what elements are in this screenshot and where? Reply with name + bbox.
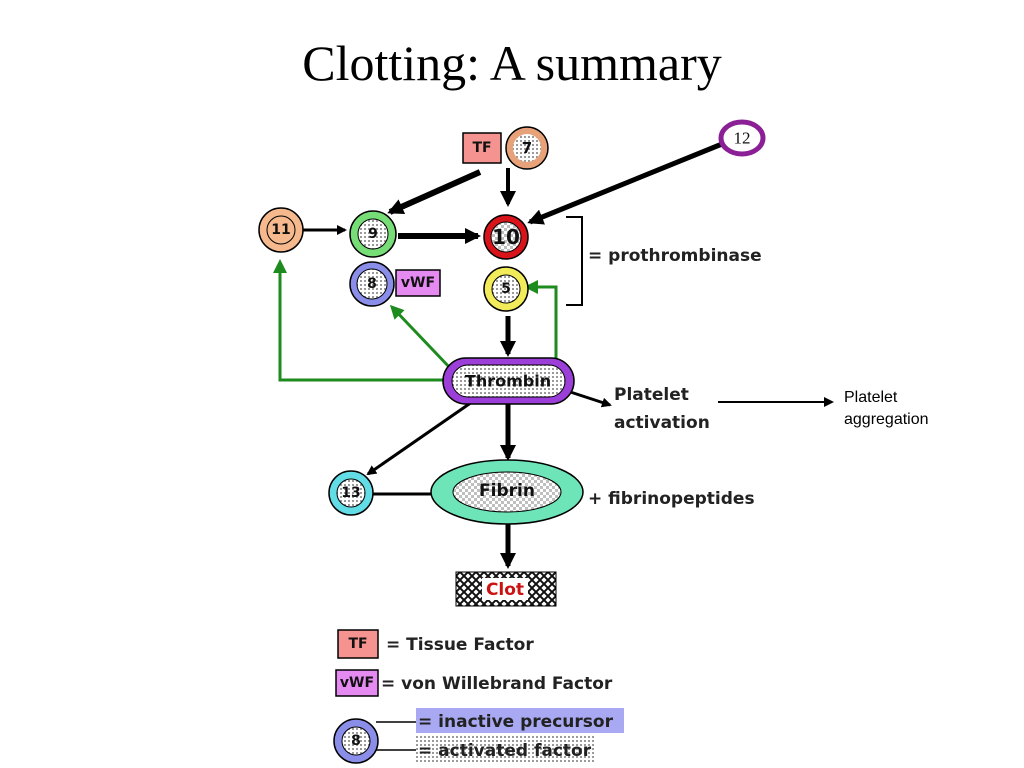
tf-box: TF [462,132,502,164]
factor-11-label: 11 [271,222,290,238]
legend-factor: 8 = inactive precursor = activated facto… [333,708,624,764]
fibrin-node: Fibrin [430,459,584,525]
factor-13: 13 [328,470,374,516]
arrow-12-to-10 [527,141,723,225]
prothrombinase-label: = prothrombinase [588,246,762,266]
legend-vwf: vWF = von Willebrand Factor [335,669,613,697]
factor-12-label: 12 [734,129,751,148]
thrombin-node: Thrombin [442,357,575,405]
arrow-thrombin-to-11 [273,259,448,382]
legend-tf: TF = Tissue Factor [337,629,534,659]
arrow-thrombin-to-8 [389,304,454,372]
activated-band [416,736,594,762]
vwf-box-label: vWF [401,275,435,291]
fibrin-label: Fibrin [479,481,535,501]
factor-7: 7 [505,126,549,170]
prothrombinase-bracket [566,216,583,306]
factor-8: 8 [349,261,395,307]
green-feedback-arrows [273,259,558,382]
platelet-activation-line2: activation [614,413,710,433]
factor-5: 5 [483,266,529,312]
legend-vwf-box-label: vWF [340,675,374,691]
legend: TF = Tissue Factor vWF = von Willebrand … [333,629,624,764]
thrombin-label: Thrombin [465,372,551,391]
legend-factor-label: 8 [351,733,361,749]
legend-tf-text: = Tissue Factor [386,635,534,655]
legend-activated-text: = activated factor [418,741,592,761]
fibrinopeptides-label: + fibrinopeptides [588,489,755,509]
slide-title: Clotting: A summary [302,35,722,91]
platelet-aggregation-line2: aggregation [844,411,929,428]
legend-tf-box-label: TF [348,636,367,652]
factor-9: 9 [349,210,397,258]
factor-12: 12 [718,119,766,157]
factor-13-label: 13 [341,485,360,501]
factor-10: 10 [483,214,529,260]
platelet-aggregation-line1: Platelet [844,389,898,406]
arrow-thrombin-to-5 [524,280,558,364]
factor-9-label: 9 [368,226,378,242]
clot-label: Clot [486,580,524,600]
factor-8-label: 8 [367,276,377,292]
clot-node: Clot [455,571,557,607]
factor-11: 11 [258,207,304,253]
platelet-activation-line1: Platelet [614,385,689,405]
arrow-thrombin-to-13 [366,391,486,476]
tf-box-label: TF [472,140,491,156]
factor-10-label: 10 [492,225,520,249]
factor-7-label: 7 [522,139,532,157]
legend-vwf-text: = von Willebrand Factor [381,674,613,694]
arrow-tf7-to-9 [387,169,482,215]
vwf-box: vWF [395,269,441,297]
inactive-band [416,708,624,733]
legend-inactive-text: = inactive precursor [418,712,614,732]
factor-5-label: 5 [501,281,511,297]
